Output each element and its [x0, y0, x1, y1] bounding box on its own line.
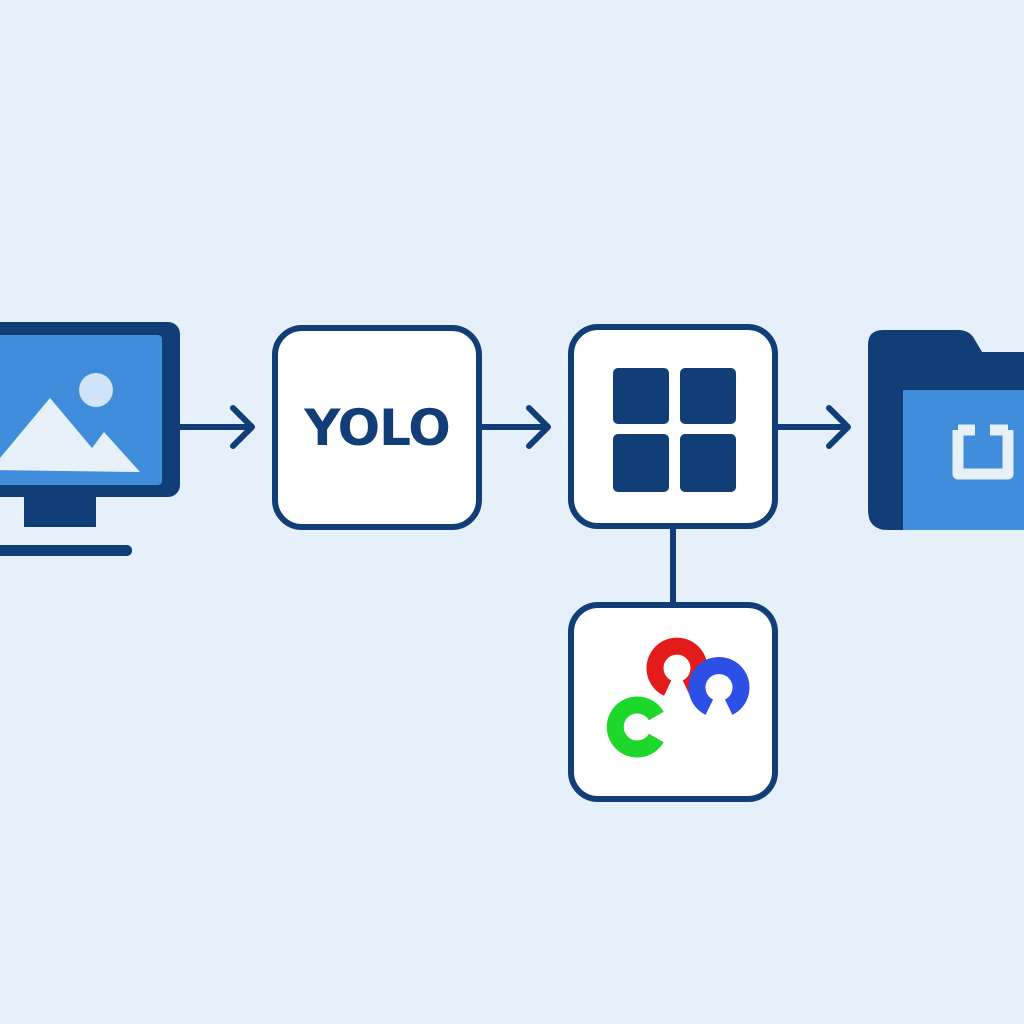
yolo-label: YOLO [304, 398, 451, 457]
grid-four-squares-icon [613, 368, 736, 492]
opencv-logo-icon [606, 637, 750, 758]
arrow-image-to-yolo [175, 405, 255, 449]
arrow-grid-to-folder [775, 405, 851, 449]
opencv-node [568, 602, 778, 802]
arrow-yolo-to-grid [479, 405, 551, 449]
yolo-node: YOLO [272, 325, 482, 530]
grid-node [568, 324, 778, 529]
